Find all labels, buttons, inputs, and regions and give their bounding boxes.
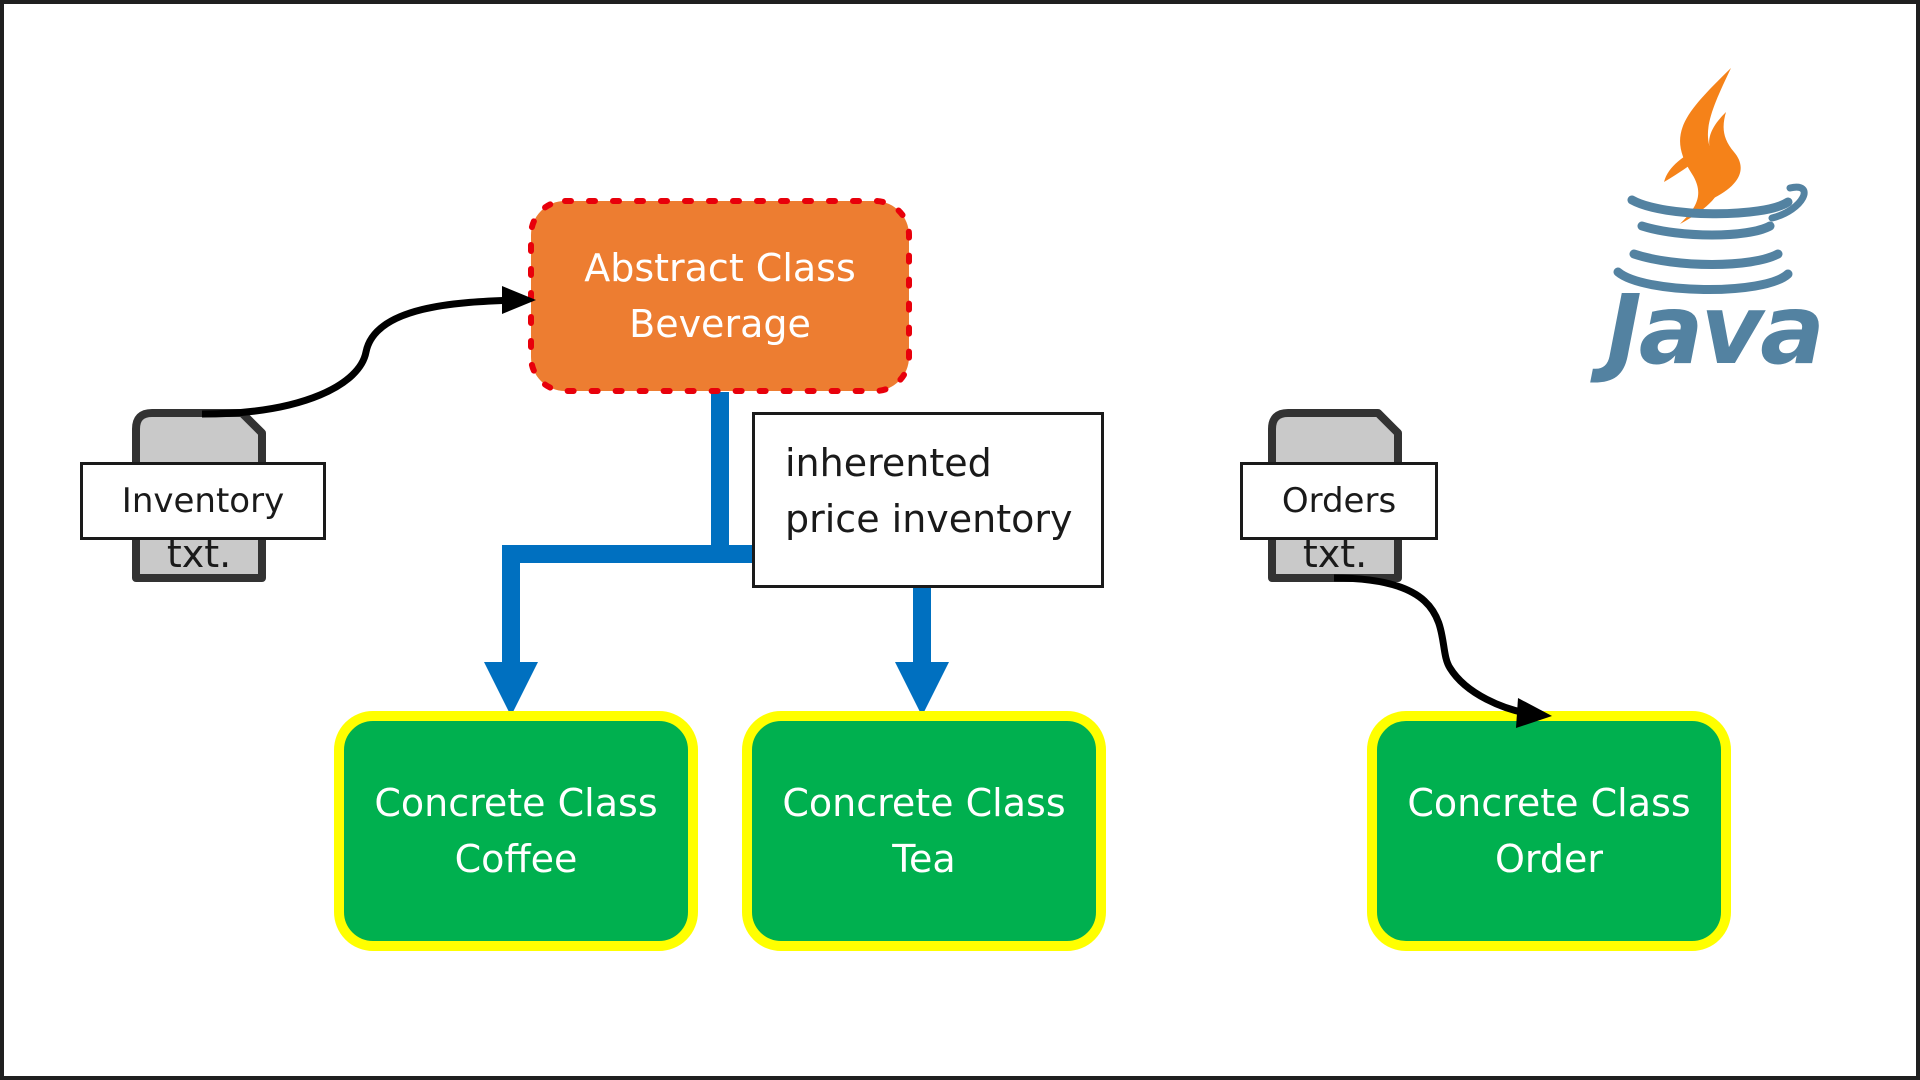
inventory-to-abstract-arrow xyxy=(201,296,517,418)
concrete-class-order-name: Order xyxy=(1495,837,1603,881)
concrete-class-tea-label: Concrete Class Tea xyxy=(747,716,1101,946)
connector-to-coffee xyxy=(502,545,720,669)
concrete-class-order-title: Concrete Class xyxy=(1407,781,1691,825)
orders-to-order-arrow xyxy=(1333,574,1533,718)
inheritance-note-line1: inherented xyxy=(785,441,992,485)
concrete-class-tea-name: Tea xyxy=(892,837,956,881)
concrete-class-coffee-title: Concrete Class xyxy=(374,781,658,825)
abstract-class-label: Abstract Class Beverage xyxy=(531,201,909,391)
diagram-canvas: Abstract Class Beverage Concrete Class C… xyxy=(4,4,1916,1076)
orders-arrowhead xyxy=(1516,698,1552,728)
java-logo-text: Java xyxy=(1606,274,1825,386)
abstract-class-name: Beverage xyxy=(629,302,811,346)
concrete-class-coffee-name: Coffee xyxy=(454,837,578,881)
orders-file-label: Orders xyxy=(1240,462,1438,540)
inheritance-note: inherented price inventory xyxy=(752,412,1104,588)
orders-file-extension: txt. xyxy=(1302,532,1368,576)
inventory-file-extension: txt. xyxy=(166,532,232,576)
concrete-class-coffee-box xyxy=(334,711,698,951)
arrowhead-tea xyxy=(895,662,949,716)
abstract-class-title: Abstract Class xyxy=(584,246,856,290)
inventory-arrowhead xyxy=(502,286,536,314)
concrete-class-order-label: Concrete Class Order xyxy=(1372,716,1726,946)
concrete-class-coffee-label: Concrete Class Coffee xyxy=(339,716,693,946)
abstract-class-box xyxy=(528,198,912,394)
java-coffee-cup-icon xyxy=(1613,68,1808,294)
inheritance-note-line2: price inventory xyxy=(785,497,1073,541)
inventory-file-label: Inventory xyxy=(80,462,326,540)
inheritance-connector xyxy=(502,392,931,669)
arrowhead-coffee xyxy=(484,662,538,716)
concrete-class-tea-title: Concrete Class xyxy=(782,781,1066,825)
concrete-class-tea-box xyxy=(742,711,1106,951)
